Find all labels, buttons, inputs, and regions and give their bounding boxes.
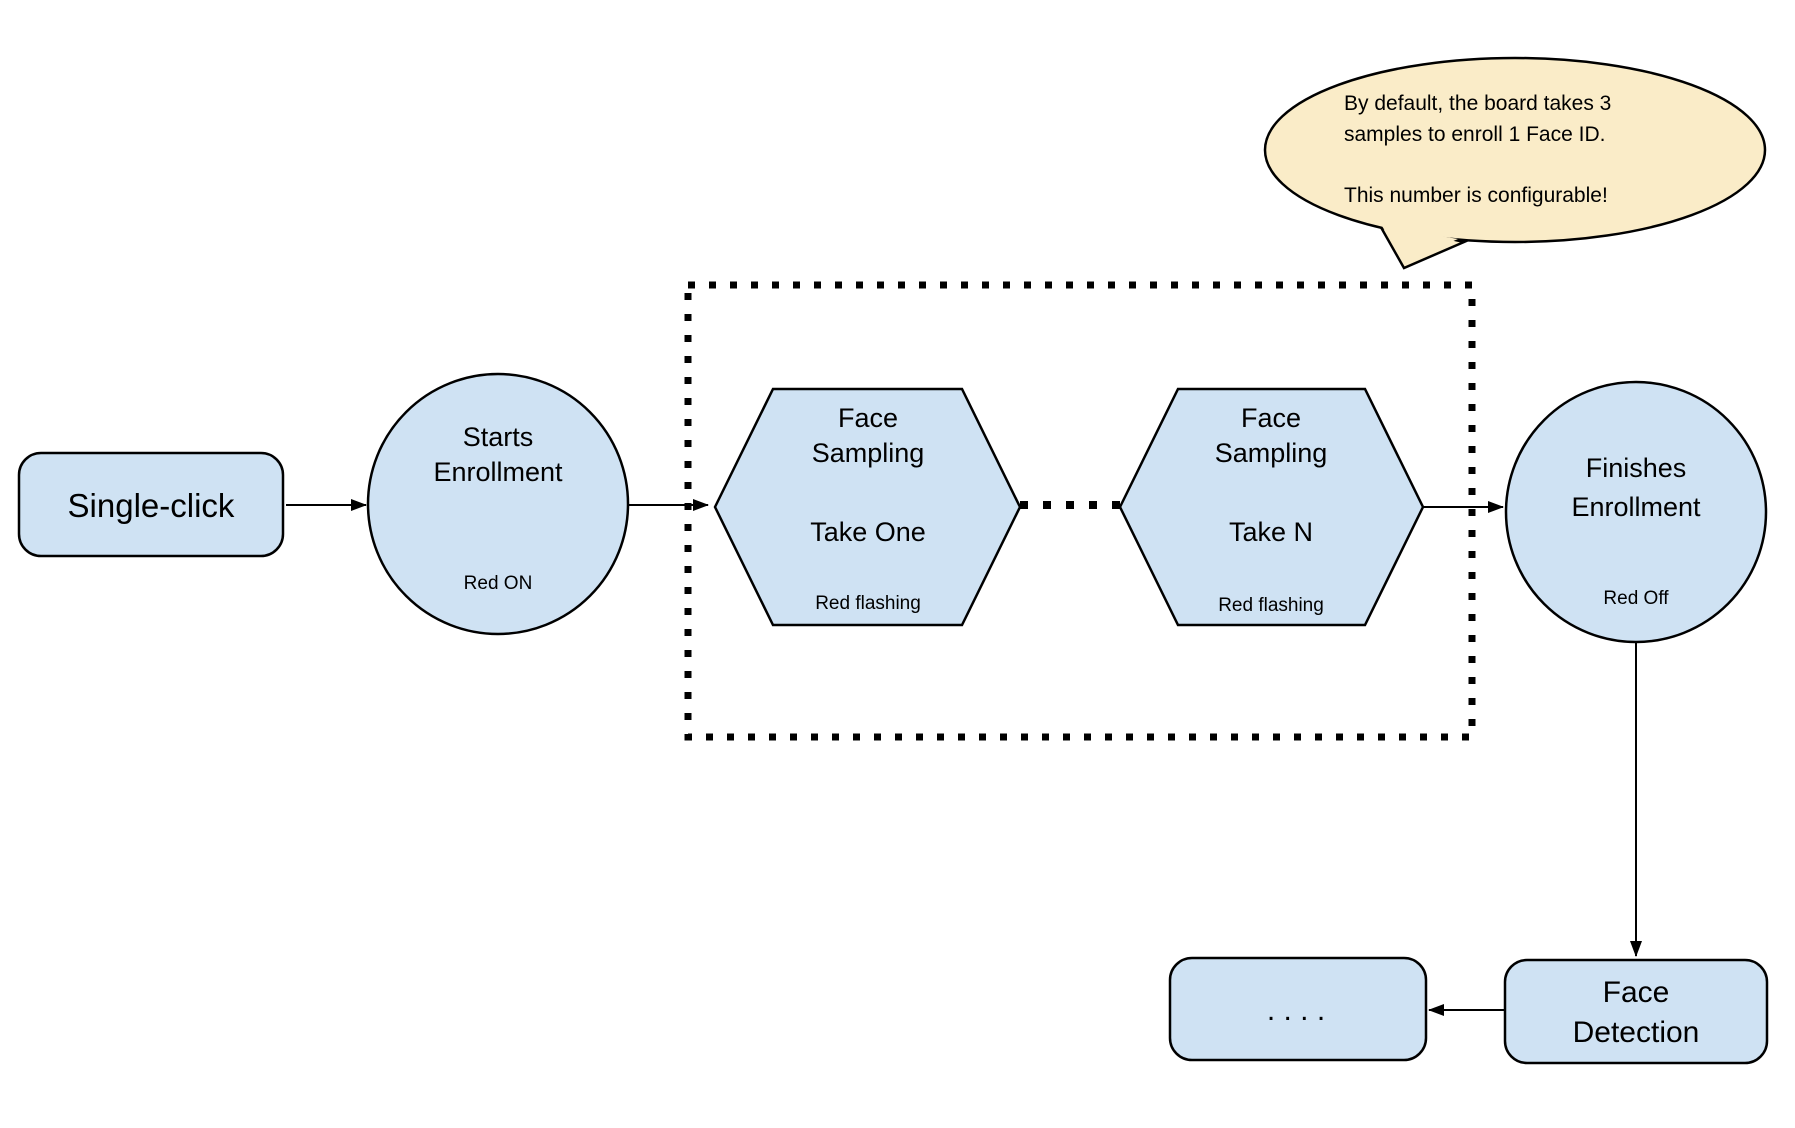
callout-text-line2: samples to enroll 1 Face ID.: [1344, 123, 1605, 146]
take-n-label-line1: Face: [1241, 403, 1301, 433]
callout-text-line3: This number is configurable!: [1344, 184, 1608, 207]
face-detection-label-line1: Face: [1603, 976, 1670, 1009]
starts-enrollment-node: [366, 372, 630, 636]
take-one-label-line1: Face: [838, 403, 898, 433]
continuation-label: . . . .: [1267, 994, 1325, 1027]
take-n-label-line3: Take N: [1229, 517, 1313, 547]
callout-bubble-body: [1263, 56, 1767, 244]
take-one-label-line3: Take One: [810, 517, 926, 547]
finishes-enrollment-node: [1504, 380, 1768, 644]
face-detection-label-line2: Detection: [1573, 1016, 1700, 1049]
finishes-enrollment-status: Red Off: [1603, 588, 1669, 609]
take-n-label-line2: Sampling: [1215, 438, 1328, 468]
finishes-enrollment-label-line2: Enrollment: [1571, 492, 1701, 522]
face-sampling-take-n-node: [1118, 387, 1425, 627]
starts-enrollment-label-line1: Starts: [463, 422, 534, 452]
callout-text-line1: By default, the board takes 3: [1344, 92, 1611, 115]
starts-enrollment-label-line2: Enrollment: [433, 457, 563, 487]
single-click-label: Single-click: [68, 487, 235, 524]
single-click-node: [17, 451, 285, 558]
face-detection-node: [1503, 958, 1769, 1065]
take-one-status: Red flashing: [815, 593, 921, 614]
take-n-status: Red flashing: [1218, 595, 1324, 616]
finishes-enrollment-label-line1: Finishes: [1586, 453, 1687, 483]
continuation-node: [1168, 956, 1428, 1062]
starts-enrollment-status: Red ON: [464, 573, 533, 594]
callout-bubble-tail-join: [1382, 226, 1458, 262]
take-one-label-line2: Sampling: [812, 438, 925, 468]
callout-bubble: By default, the board takes 3 samples to…: [1263, 56, 1767, 270]
face-sampling-take-one-node: [713, 387, 1022, 627]
sampling-group-dotted-box: [684, 281, 1476, 741]
